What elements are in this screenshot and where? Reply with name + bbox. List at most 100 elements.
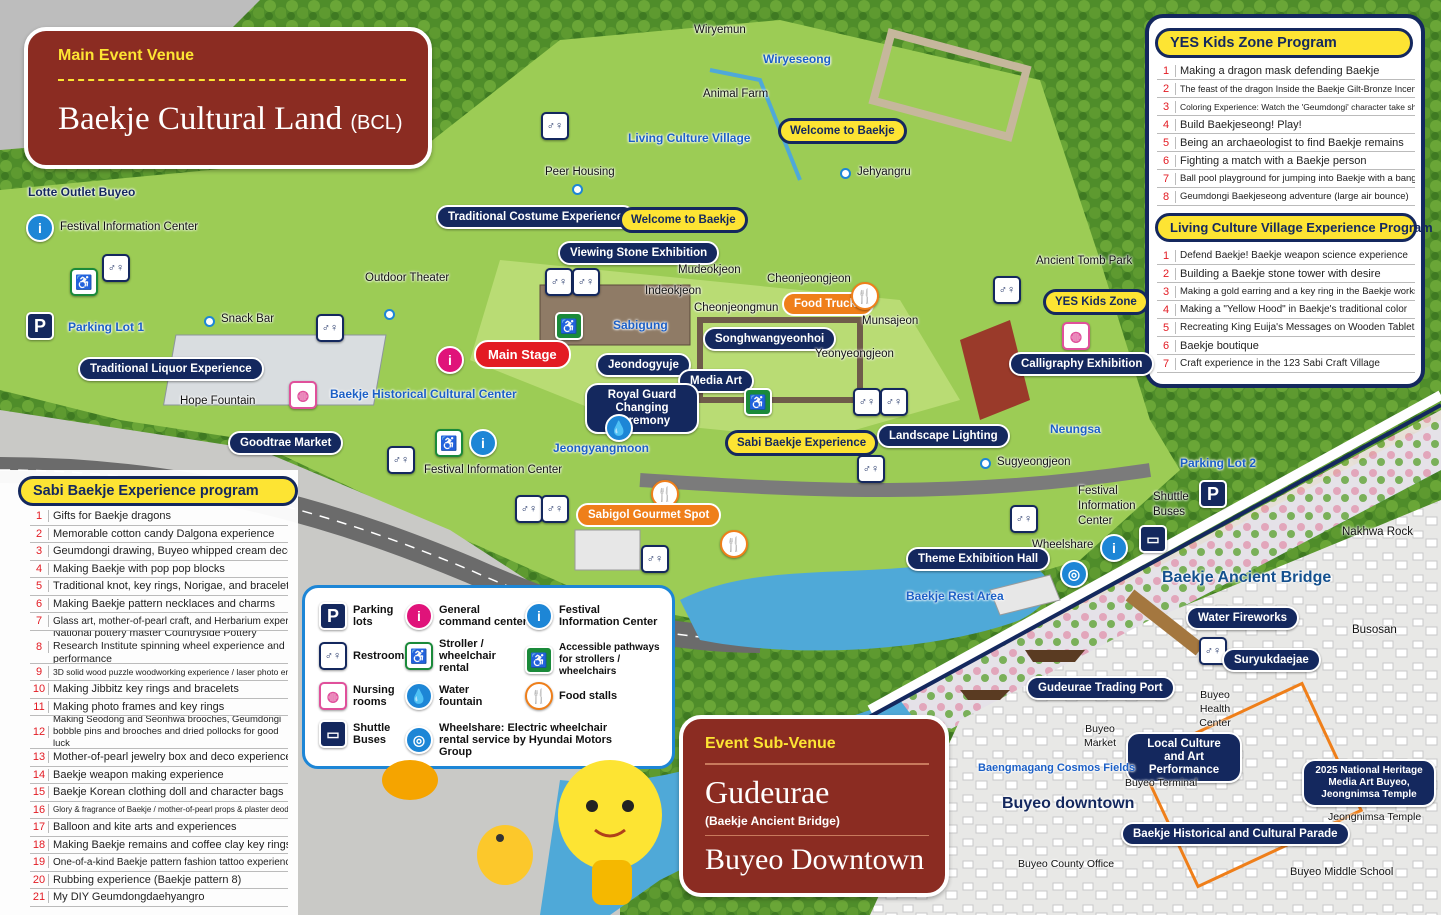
restroom-icon: ♂♀ [880, 388, 908, 416]
info-icon[interactable]: i [1100, 534, 1128, 562]
label-nakhwa-rock: Nakhwa Rock [1342, 526, 1413, 538]
label-cheonjeongmun: Cheonjeongmun [694, 302, 779, 314]
label-goodtrae-market[interactable]: Goodtrae Market [228, 431, 344, 455]
restroom-icon: ♂♀ [319, 642, 347, 670]
label-media-art[interactable]: Media Art [678, 369, 754, 393]
label-cosmos-fields: Baengmagang Cosmos Fields [978, 762, 1136, 774]
wheelshare-icon: ◎ [405, 726, 433, 754]
info-icon[interactable]: i [26, 214, 54, 242]
label-royal-guard[interactable]: Royal Guard Changing Ceremony [585, 383, 699, 434]
sub-venue-title1: Gudeurae [705, 774, 830, 810]
label-parking-lot-2[interactable]: Parking Lot 2 [1180, 456, 1257, 470]
info-icon[interactable]: i [469, 429, 497, 457]
sabi-program-title: Sabi Baekje Experience program [18, 476, 298, 506]
shuttle-bus-icon: ▭ [1139, 525, 1167, 553]
restroom-icon: ♂♀ [102, 254, 130, 282]
legend-water: 💧Water fountain [405, 682, 482, 710]
command-center-icon: i [405, 602, 433, 630]
accessible-path-icon: ♿ [744, 388, 772, 416]
peer-housing-marker [572, 184, 583, 195]
label-welcome-baekje-2[interactable]: Welcome to Baekje [619, 207, 748, 233]
label-county-office: Buyeo County Office [1018, 858, 1115, 870]
snack-bar-marker [204, 316, 215, 327]
label-traditional-costume[interactable]: Traditional Costume Experience [436, 205, 636, 229]
label-parking-lot-1[interactable]: Parking Lot 1 [68, 320, 145, 334]
parking-icon[interactable]: P [26, 312, 54, 340]
label-rest-area: Baekje Rest Area [906, 589, 1004, 603]
label-suryukdaejae[interactable]: Suryukdaejae [1222, 648, 1321, 672]
parking-icon[interactable]: P [1199, 480, 1227, 508]
label-mudeokjeon: Mudeokjeon [678, 264, 741, 276]
label-gudeurae-trading[interactable]: Gudeurae Trading Port [1026, 676, 1175, 700]
info-icon: i [525, 602, 553, 630]
restroom-icon: ♂♀ [993, 276, 1021, 304]
label-sabigol[interactable]: Sabigol Gourmet Spot [576, 503, 722, 527]
label-heritage-media[interactable]: 2025 National Heritage Media Art Buyeo, … [1302, 759, 1436, 807]
sub-venue-label: Event Sub-Venue [705, 735, 836, 752]
wheelchair-icon: ♿ [70, 268, 98, 296]
label-viewing-stone[interactable]: Viewing Stone Exhibition [558, 241, 720, 265]
jehyangru-marker [840, 168, 851, 179]
label-water-fireworks[interactable]: Water Fireworks [1186, 606, 1300, 630]
label-local-culture[interactable]: Local Culture and Art Performance [1126, 732, 1242, 783]
label-ancient-tomb-park: Ancient Tomb Park [1036, 255, 1133, 267]
main-venue-name: Baekje Cultural Land [58, 101, 343, 137]
restroom-icon: ♂♀ [515, 495, 543, 523]
nursing-icon: ◍ [1062, 322, 1090, 350]
nursing-icon: ◍ [319, 682, 347, 710]
restroom-icon: ♂♀ [545, 268, 573, 296]
label-sabi-baekje-exp[interactable]: Sabi Baekje Experience [725, 430, 879, 456]
wheelchair-icon: ♿ [435, 429, 463, 457]
restroom-icon: ♂♀ [541, 495, 569, 523]
label-festival-info-1: Festival Information Center [60, 221, 199, 233]
legend-shuttle: ▭Shuttle Buses [319, 720, 393, 748]
legend-restrooms: ♂♀Restrooms [319, 642, 410, 670]
label-parade[interactable]: Baekje Historical and Cultural Parade [1121, 822, 1350, 846]
command-center-icon[interactable]: i [436, 346, 464, 374]
label-yes-kids-zone[interactable]: YES Kids Zone [1043, 289, 1149, 315]
label-traditional-liquor[interactable]: Traditional Liquor Experience [78, 357, 264, 381]
restroom-icon: ♂♀ [387, 446, 415, 474]
label-main-stage[interactable]: Main Stage [474, 340, 571, 369]
label-buyeo-market: Buyeo Market [1083, 723, 1117, 749]
label-outdoor-theater: Outdoor Theater [365, 272, 450, 284]
label-theme-exhibition[interactable]: Theme Exhibition Hall [906, 547, 1051, 571]
label-shuttle-buses: Shuttle Buses [1153, 491, 1189, 518]
label-landscape-lighting[interactable]: Landscape Lighting [877, 424, 1010, 448]
outdoor-theater-marker [384, 309, 395, 320]
label-living-culture-village[interactable]: Living Culture Village [628, 131, 751, 145]
living-culture-title: Living Culture Village Experience Progra… [1155, 213, 1433, 242]
label-jeondogyuje[interactable]: Jeondogyuje [596, 353, 691, 377]
food-icon: 🍴 [720, 530, 748, 558]
label-songhwangyeonhoi[interactable]: Songhwangyeonhoi [703, 327, 837, 351]
shuttle-bus-icon: ▭ [319, 720, 347, 748]
label-calligraphy[interactable]: Calligraphy Exhibition [1009, 352, 1155, 376]
food-icon: 🍴 [525, 682, 553, 710]
label-snack-bar: Snack Bar [221, 313, 275, 325]
label-welcome-baekje-1[interactable]: Welcome to Baekje [778, 118, 907, 144]
